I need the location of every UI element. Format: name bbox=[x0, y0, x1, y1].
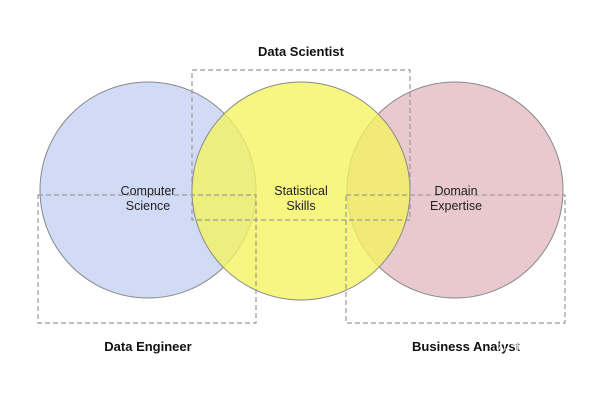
business-analyst-box bbox=[345, 194, 566, 324]
domain-expertise-label-line1: Domain bbox=[434, 184, 477, 198]
computer-science-label-line2: Science bbox=[126, 199, 171, 213]
data-engineer-box bbox=[37, 194, 257, 324]
statistical-skills-label-line1: Statistical bbox=[274, 184, 328, 198]
watermark-text: 知乎 @飞不动 bbox=[497, 337, 585, 354]
statistical-skills-label-line2: Skills bbox=[286, 199, 315, 213]
business-analyst-label: Business Analyst bbox=[412, 339, 521, 354]
computer-science-label-line1: Computer bbox=[121, 184, 176, 198]
data-scientist-box bbox=[191, 69, 411, 221]
data-scientist-label: Data Scientist bbox=[258, 44, 345, 59]
domain-expertise-label-line2: Expertise bbox=[430, 199, 482, 213]
data-engineer-label: Data Engineer bbox=[104, 339, 191, 354]
